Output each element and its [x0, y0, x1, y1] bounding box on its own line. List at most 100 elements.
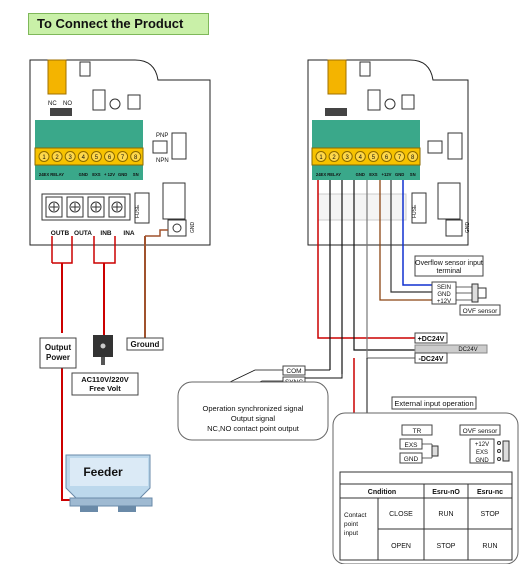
- ovf-sensor-label: OVF sensor: [463, 308, 499, 315]
- left-terminal-7: [117, 151, 129, 162]
- feeder-label: Feeder: [83, 465, 123, 479]
- table-cell: STOP: [481, 511, 500, 518]
- ovf-pin-sein: SEIN: [437, 285, 451, 291]
- ac-supply-label-2: Free Volt: [89, 384, 121, 393]
- ovf-pin-12v: +12V: [437, 299, 451, 305]
- right-terminal-number: 8: [411, 155, 415, 161]
- ovf2-pin-exs: EXS: [476, 450, 488, 456]
- right-terminal-2: [328, 151, 340, 162]
- ovf-input-label-1: Overflow sensor input: [415, 260, 483, 267]
- screw-label: OUTA: [74, 230, 92, 237]
- right-terminal-label: RELAY: [327, 172, 341, 177]
- left-terminal-number: 3: [69, 155, 73, 161]
- output-power-label-1: Output: [45, 343, 72, 352]
- pnp-label: PNP: [156, 133, 168, 139]
- left-terminal-label: GND: [118, 172, 127, 177]
- right-terminal-number: 5: [372, 155, 376, 161]
- table-header-condition: Cndition: [368, 489, 396, 496]
- left-terminal-label: + 12V: [104, 172, 115, 177]
- right-terminal-label: GND: [395, 172, 404, 177]
- ovf-pin-block: SEIN GND +12V: [431, 281, 487, 305]
- right-terminal-label: EXS: [369, 172, 378, 177]
- ovf-pin-gnd: GND: [437, 292, 451, 298]
- feeder-device: Feeder: [65, 454, 153, 512]
- ovf2-sensor-icon: [502, 440, 510, 462]
- table-cell: STOP: [437, 543, 456, 550]
- left-terminal-number: 5: [95, 155, 99, 161]
- left-terminal-4: [77, 151, 89, 162]
- right-terminal-3: [341, 151, 353, 162]
- left-terminal-label: SN: [133, 172, 139, 177]
- right-terminal-8: [407, 151, 419, 162]
- right-terminal-number: 4: [359, 155, 363, 161]
- right-terminal-6: [381, 151, 392, 162]
- screw-label: INA: [123, 230, 135, 237]
- ovf-input-box: [414, 255, 484, 277]
- table-header-no: Esru-nO: [432, 489, 460, 496]
- left-terminal-label: GND: [79, 172, 88, 177]
- right-terminal-1: [315, 151, 327, 162]
- left-terminal-1: [38, 151, 50, 162]
- sync-note-2: Output signal: [231, 414, 276, 423]
- table-cell: OPEN: [391, 543, 411, 550]
- right-terminal-7: [394, 151, 406, 162]
- right-terminal-number: 3: [346, 155, 350, 161]
- left-terminal-3: [64, 151, 76, 162]
- dc24-neg-label: -DC24V: [419, 356, 444, 363]
- left-gnd-label: GND: [190, 222, 196, 234]
- table-cell: RUN: [438, 511, 453, 518]
- dc24-pos-label: +DC24V: [418, 336, 445, 343]
- left-terminal-label: RELAY: [50, 172, 64, 177]
- right-terminal-label: GND: [356, 172, 365, 177]
- tr-switch-icon: [431, 445, 439, 457]
- row-header-3: input: [344, 530, 358, 537]
- output-power-wiring: [51, 229, 168, 501]
- left-terminal-number: 8: [134, 155, 138, 161]
- dc24-label: DC24V: [458, 347, 477, 353]
- relay-component: [47, 59, 67, 95]
- table-header-nc: Esru-nc: [477, 489, 503, 496]
- left-terminal-2: [51, 151, 63, 162]
- left-screw-terminals: [41, 193, 131, 221]
- right-terminal-number: 2: [332, 155, 336, 161]
- ground-label: Ground: [131, 340, 160, 349]
- left-terminal-8: [130, 151, 142, 162]
- left-terminal-number: 4: [82, 155, 86, 161]
- sync-note-box: [177, 381, 329, 441]
- row-header-2: point: [344, 521, 358, 528]
- ac-supply-box: [71, 372, 139, 396]
- left-terminal-5: [90, 151, 102, 162]
- screw-label: INB: [100, 230, 112, 237]
- ac-supply-label-1: AC110V/220V: [81, 375, 129, 384]
- ovf2-pin-gnd: GND: [475, 458, 489, 464]
- left-terminal-label: EXS: [92, 172, 101, 177]
- sync-note-3: NC,NO contact point output: [207, 424, 300, 433]
- ground-box: [126, 337, 164, 351]
- table-cell: RUN: [482, 543, 497, 550]
- gnd-label: GND: [404, 456, 419, 463]
- right-terminal-label: 24EX: [316, 172, 326, 177]
- condition-table: Cndition Esru-nO Esru-nc Contact point i…: [339, 471, 513, 561]
- right-terminal-label: SN: [410, 172, 416, 177]
- right-gnd-label: GND: [465, 222, 471, 234]
- output-power-box: [39, 337, 77, 369]
- right-wiring: [303, 180, 432, 449]
- sync-note-1: Operation synchronized signal: [203, 404, 304, 413]
- right-terminal-number: 7: [398, 155, 402, 161]
- ovf-sensor-icon: [471, 283, 479, 303]
- right-terminal-number: 6: [385, 155, 389, 161]
- screw-label: OUTB: [51, 230, 70, 237]
- output-power-label-2: Power: [46, 353, 70, 362]
- nc-label: NC: [48, 101, 57, 107]
- no-label: NO: [63, 101, 72, 107]
- ext-input-label: External input operation: [394, 399, 473, 408]
- ovf2-pin-12v: +12V: [475, 442, 489, 448]
- left-terminal-number: 1: [42, 155, 46, 161]
- ovf-input-label-2: terminal: [437, 268, 462, 275]
- page-title: To Connect the Product: [28, 13, 209, 35]
- exs-label: EXS: [404, 442, 418, 449]
- right-terminal-number: 1: [319, 155, 323, 161]
